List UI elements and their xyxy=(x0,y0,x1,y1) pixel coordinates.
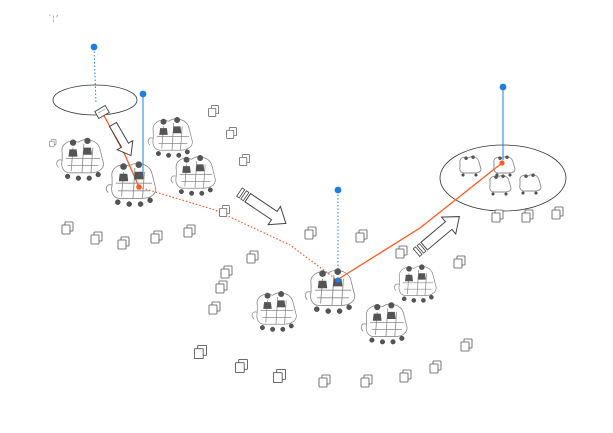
document-icon xyxy=(246,250,259,264)
location-beacon-icon xyxy=(139,90,147,98)
corner-mark: ´¦’ xyxy=(47,14,59,23)
document-icon xyxy=(399,369,412,383)
shopping-cart-icon xyxy=(304,267,356,315)
document-icon xyxy=(360,374,373,388)
document-icon xyxy=(61,221,74,235)
location-beacon-icon xyxy=(90,43,98,51)
document-icon xyxy=(219,205,230,217)
document-icon xyxy=(208,105,219,117)
device-icon xyxy=(94,104,110,120)
document-icon xyxy=(429,360,442,374)
document-icon xyxy=(239,154,250,166)
document-icon xyxy=(355,229,368,243)
hub-node-2 xyxy=(335,277,341,283)
location-beacon-icon xyxy=(334,186,342,194)
document-icon xyxy=(318,374,331,388)
direction-arrow-1 xyxy=(108,121,134,157)
link-hub-1-to-hub-2 xyxy=(138,186,338,281)
shopping-cart-icon xyxy=(519,172,542,195)
document-icon xyxy=(150,230,163,244)
document-icon xyxy=(90,231,103,245)
document-icon xyxy=(183,224,196,238)
document-icon xyxy=(49,139,57,147)
shopping-cart-icon xyxy=(489,173,512,196)
document-icon xyxy=(234,358,248,374)
shopping-cart-icon xyxy=(493,154,516,177)
shopping-cart-icon xyxy=(56,137,105,181)
document-icon xyxy=(460,338,473,352)
link-hub-2-to-hub-3 xyxy=(336,162,503,281)
hub-node-1 xyxy=(136,184,142,190)
document-icon xyxy=(395,245,408,259)
document-icon xyxy=(304,226,317,240)
shopping-cart-icon xyxy=(170,154,216,196)
zone-left xyxy=(52,84,138,116)
location-beacon-icon xyxy=(499,83,507,91)
shopping-cart-icon xyxy=(360,301,408,345)
document-icon xyxy=(551,206,564,220)
document-icon xyxy=(491,209,504,223)
direction-arrow-3 xyxy=(412,216,461,257)
document-icon xyxy=(193,344,207,360)
document-icon xyxy=(220,265,233,279)
document-icon xyxy=(215,280,228,294)
beacon-1 xyxy=(90,43,98,105)
document-icon xyxy=(208,301,221,315)
link-lines xyxy=(100,109,503,281)
document-icon xyxy=(521,209,534,223)
direction-arrow-2 xyxy=(236,187,287,226)
beacon-4 xyxy=(499,83,507,160)
beacon-3 xyxy=(334,186,342,272)
shopping-cart-icon xyxy=(251,290,297,332)
shopping-cart-icon xyxy=(394,264,437,303)
document-icon xyxy=(272,368,286,384)
hub-node-3 xyxy=(499,160,505,166)
document-icon xyxy=(226,127,237,139)
shopping-cart-icon xyxy=(459,154,482,177)
document-icon xyxy=(453,255,466,269)
shopping-cart-icon xyxy=(147,116,193,158)
document-icon xyxy=(117,236,130,250)
